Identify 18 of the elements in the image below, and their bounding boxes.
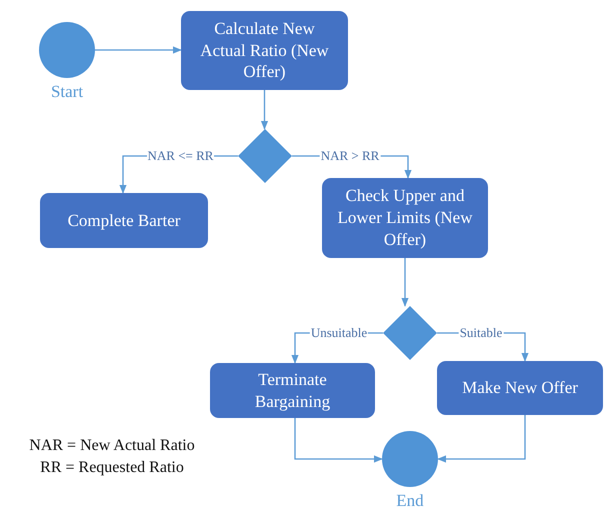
edge-label: Unsuitable	[310, 326, 368, 340]
process-box: Check Upper and Lower Limits (New Offer)	[322, 178, 488, 258]
node-caption: End	[395, 491, 425, 511]
decision-diamond	[383, 306, 437, 360]
arrow	[260, 90, 268, 130]
abbreviation-note: RR = Requested Ratio	[39, 459, 185, 477]
process-box: Make New Offer	[437, 361, 603, 415]
arrow	[437, 415, 526, 463]
arrow	[95, 46, 182, 54]
arrow	[401, 258, 409, 307]
process-box: Calculate New Actual Ratio (New Offer)	[181, 11, 348, 90]
process-box: Terminate Bargaining	[210, 363, 375, 418]
node-caption: Start	[50, 82, 84, 102]
edge-label: Suitable	[458, 326, 504, 340]
decision-diamond	[238, 129, 292, 183]
abbreviation-note: NAR = New Actual Ratio	[28, 437, 196, 455]
arrow	[294, 418, 383, 463]
process-box: Complete Barter	[40, 193, 208, 248]
